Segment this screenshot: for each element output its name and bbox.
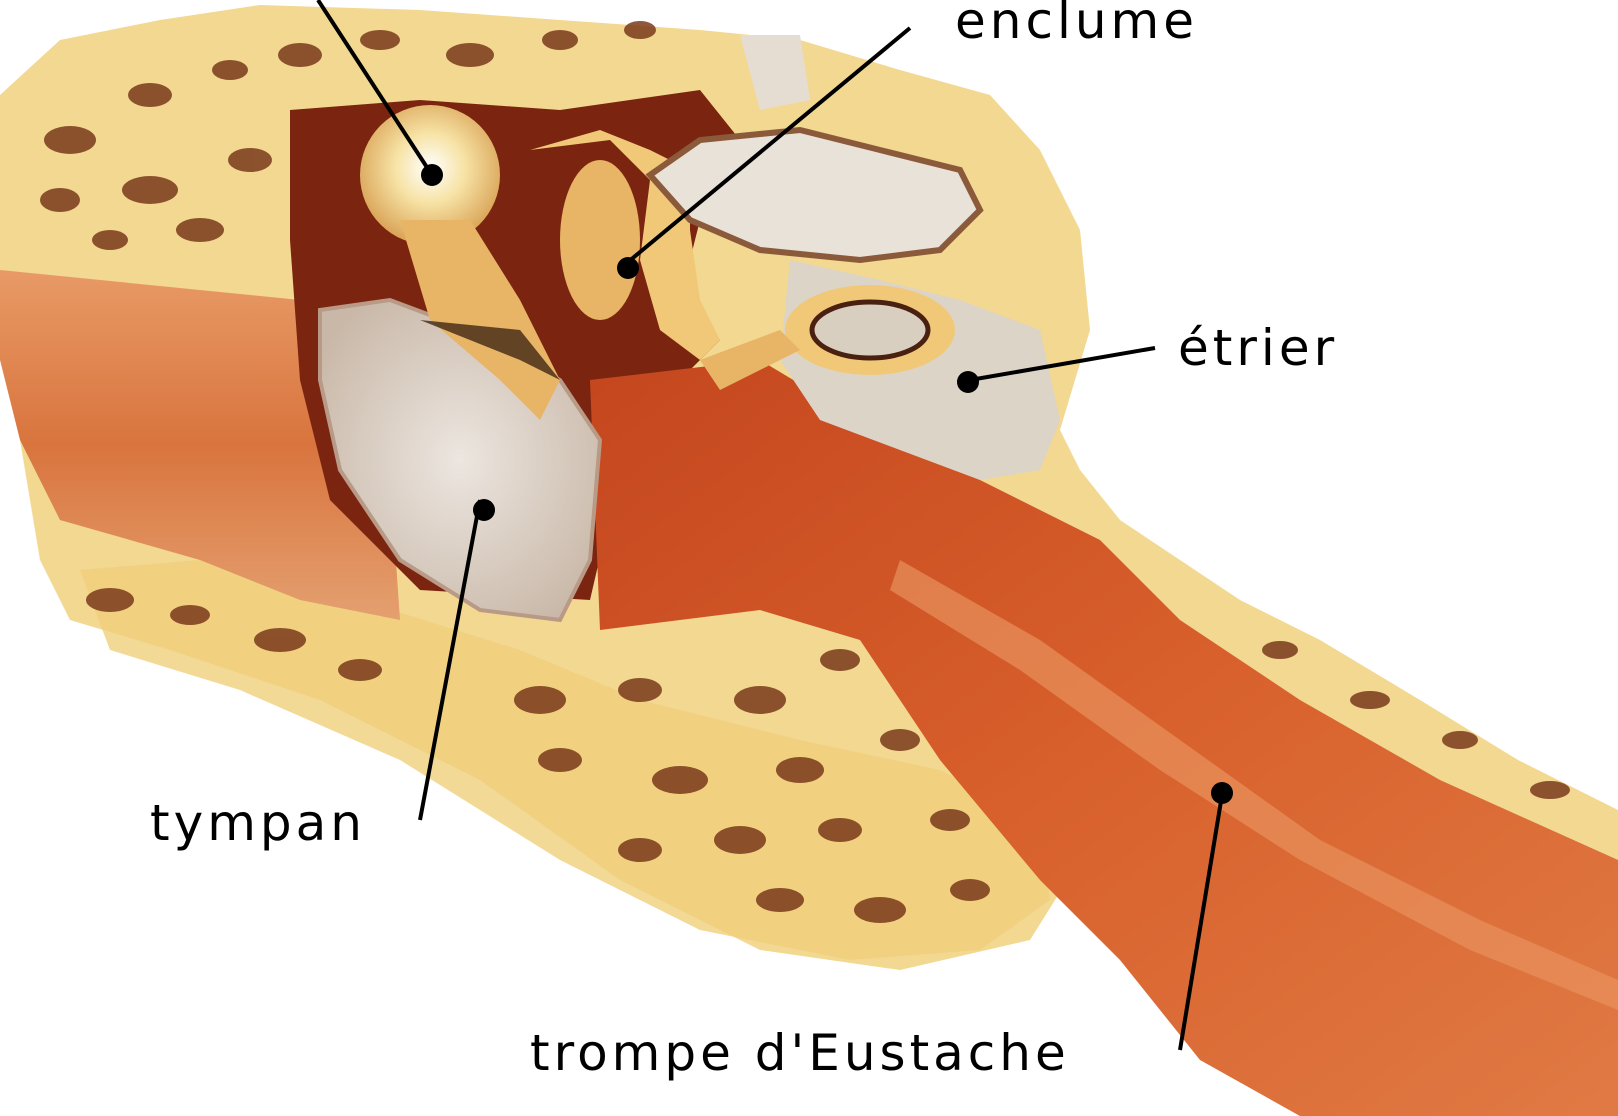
point-malleus [421, 164, 443, 186]
point-etrier [957, 371, 979, 393]
label-trompe: trompe d'Eustache [530, 1024, 1070, 1082]
label-enclume: enclume [955, 0, 1198, 50]
label-etrier: étrier [1178, 319, 1338, 377]
point-tympan [473, 499, 495, 521]
point-trompe [1211, 782, 1233, 804]
label-tympan: tympan [150, 794, 366, 852]
point-enclume [617, 257, 639, 279]
